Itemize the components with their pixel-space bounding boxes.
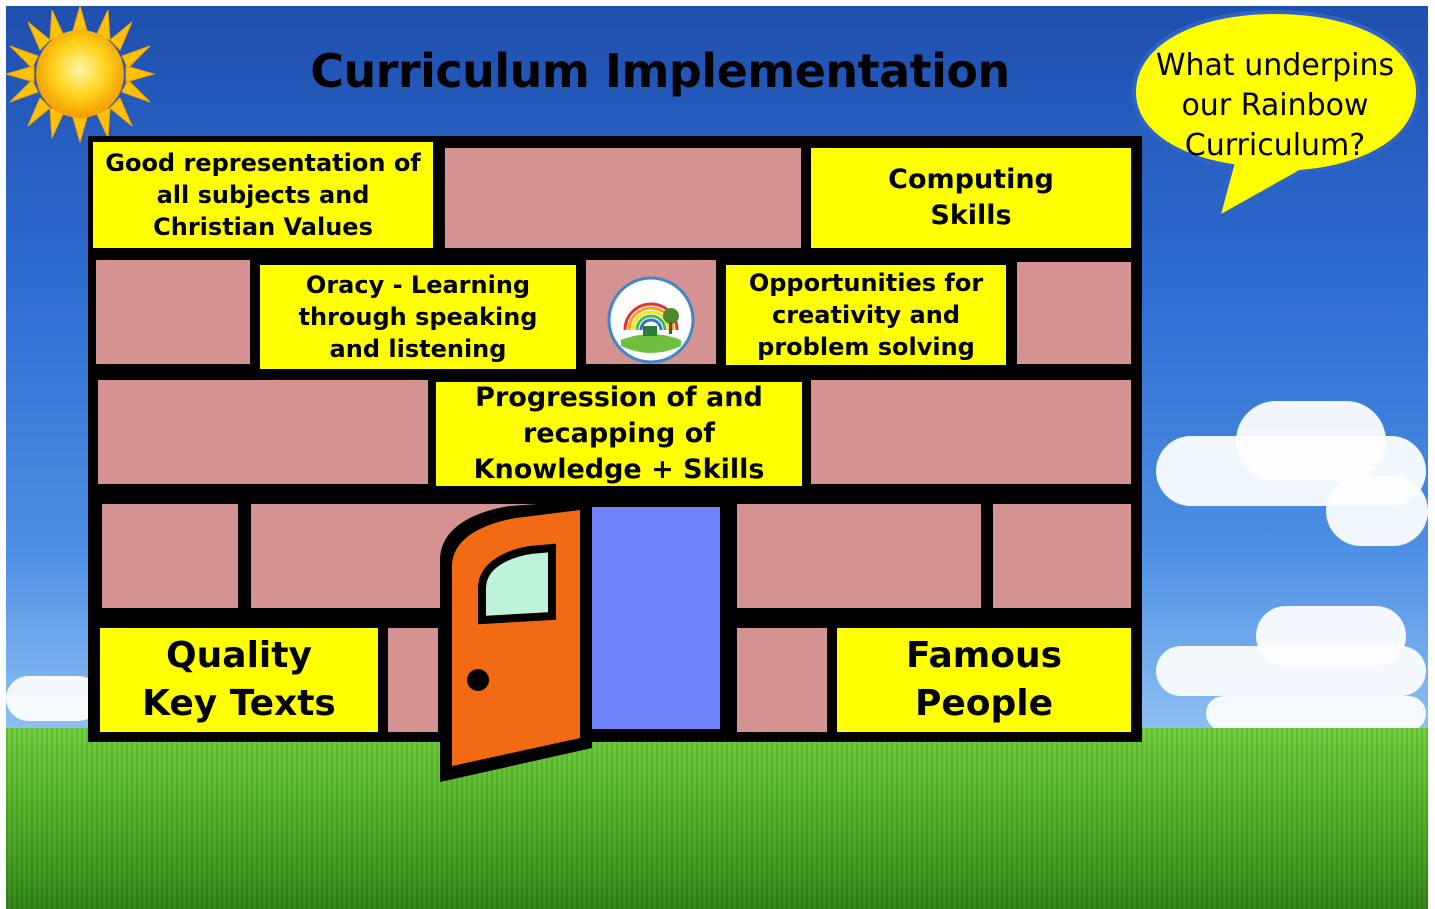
brick — [445, 148, 801, 248]
brick — [737, 504, 981, 608]
brick-famous-people: Famous People — [837, 628, 1131, 732]
cloud — [1326, 476, 1428, 546]
cloud — [1236, 401, 1386, 481]
brick — [1017, 262, 1131, 364]
brick — [737, 628, 827, 732]
page-title: Curriculum Implementation — [310, 44, 1010, 98]
speech-bubble — [1131, 9, 1420, 223]
brick-quality-texts: Quality Key Texts — [100, 628, 378, 732]
brick-opportunities: Opportunities for creativity and problem… — [726, 265, 1006, 365]
brick — [993, 504, 1131, 608]
brick-good-representation: Good representation of all subjects and … — [93, 142, 433, 248]
cloud — [6, 676, 101, 721]
cloud — [1256, 606, 1406, 666]
brick-oracy: Oracy - Learning through speaking and li… — [260, 265, 576, 369]
brick — [96, 260, 250, 364]
cloud — [1206, 696, 1426, 731]
school-logo — [607, 276, 695, 364]
brick — [102, 504, 238, 608]
brick — [811, 380, 1131, 484]
sun-icon — [4, 4, 156, 144]
brick — [388, 628, 438, 732]
brick — [98, 380, 428, 484]
doorway — [592, 507, 720, 729]
brick-computing: Computing Skills — [811, 148, 1131, 248]
door-icon[interactable] — [430, 500, 600, 790]
speech-bubble-text: What underpins our Rainbow Curriculum? — [1155, 48, 1395, 163]
grass-field — [6, 728, 1428, 909]
brick-progression: Progression of and recapping of Knowledg… — [436, 382, 802, 486]
